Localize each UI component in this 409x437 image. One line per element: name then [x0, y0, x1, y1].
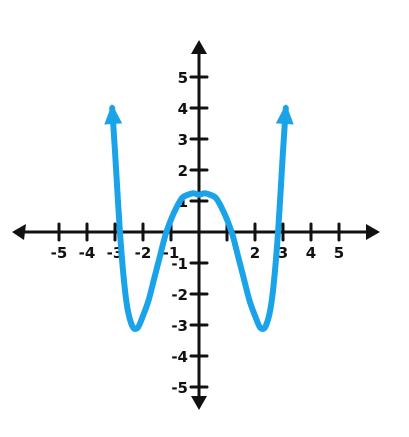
series-layer [104, 104, 294, 332]
x-tick-label: -5 [51, 244, 68, 262]
x-tick-label: 3 [278, 244, 288, 262]
x-tick-label: 2 [250, 244, 260, 262]
y-tick-label: -2 [171, 286, 188, 304]
x-tick-label: 5 [334, 244, 344, 262]
curve-left-arrow [104, 104, 123, 125]
y-tick-label: 5 [178, 69, 188, 87]
x-tick-label: 4 [306, 244, 316, 262]
series-line [109, 105, 289, 332]
y-axis-bottom-arrow [191, 396, 207, 410]
y-tick-label: 4 [178, 100, 188, 118]
y-tick-label: 2 [178, 162, 188, 180]
x-tick-label: -1 [163, 244, 180, 262]
y-tick-label: -5 [171, 379, 188, 397]
x-tick-label: -2 [135, 244, 152, 262]
y-tick-label: -4 [171, 348, 188, 366]
y-tick-label: -3 [171, 317, 188, 335]
y-tick-label: -1 [171, 255, 188, 273]
y-tick-label: 3 [178, 131, 188, 149]
curve-right-arrow [275, 104, 294, 125]
x-axis-right-arrow [366, 224, 380, 240]
y-axis-top-arrow [191, 40, 207, 54]
x-tick-label: -4 [79, 244, 96, 262]
x-axis-left-arrow [12, 224, 26, 240]
